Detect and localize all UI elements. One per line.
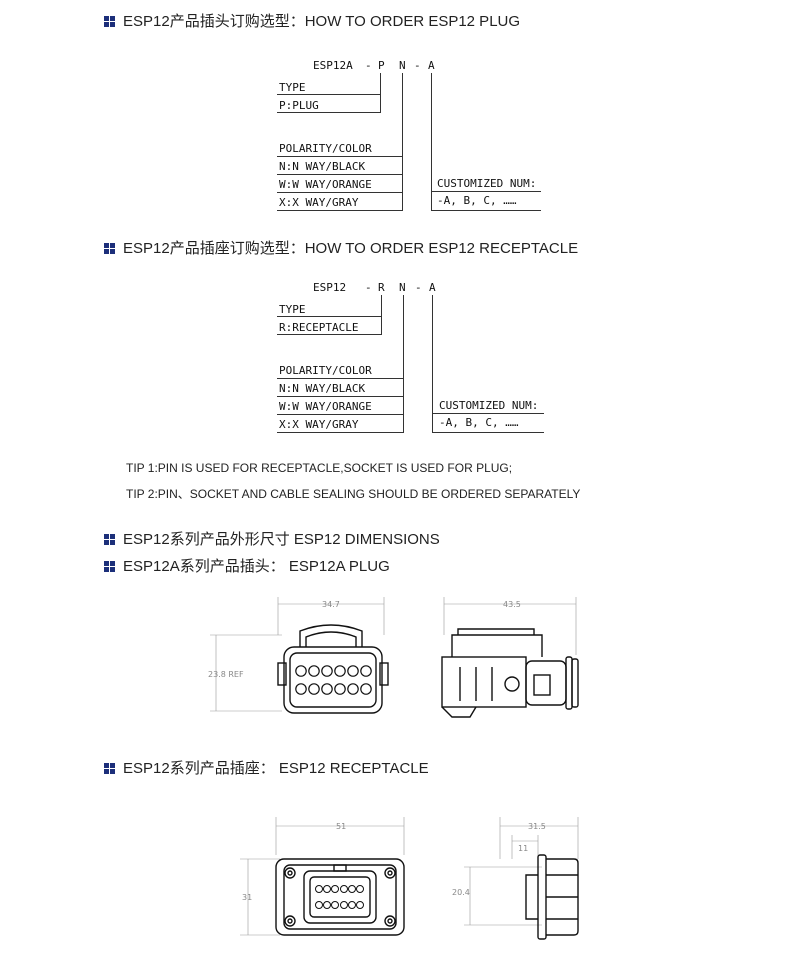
dim-receptacle-height: 31	[242, 893, 253, 902]
polarity-label: POLARITY/COLOR	[279, 364, 372, 377]
code-dash: -	[365, 59, 372, 72]
code-dash: -	[414, 59, 421, 72]
dim-receptacle-depth: 31.5	[528, 822, 546, 831]
dim-receptacle-body-height: 20.4	[452, 888, 470, 897]
dim-plug-length: 43.5	[503, 600, 521, 609]
section-bullet-icon	[104, 763, 115, 774]
tip-2: TIP 2:PIN、SOCKET AND CABLE SEALING SHOUL…	[126, 487, 581, 501]
dim-receptacle-width: 51	[336, 822, 347, 831]
type-value: R:RECEPTACLE	[279, 321, 359, 334]
dim-receptacle-flange: 11	[518, 844, 529, 853]
receptacle-side-view-drawing	[464, 817, 579, 940]
code-prefix: ESP12	[313, 281, 347, 294]
section-title-plug-order: ESP12产品插头订购选型：HOW TO ORDER ESP12 PLUG	[104, 10, 520, 31]
custom-label: CUSTOMIZED NUM:	[439, 399, 539, 412]
dim-plug-height: 23.8 REF	[208, 670, 244, 679]
code-type: P	[378, 59, 385, 72]
polarity-option: W:W WAY/ORANGE	[279, 400, 372, 413]
polarity-option: W:W WAY/ORANGE	[279, 178, 372, 191]
receptacle-front-view-drawing	[240, 817, 405, 936]
section-bullet-icon	[104, 16, 115, 27]
custom-label: CUSTOMIZED NUM:	[437, 177, 537, 190]
type-label: TYPE	[279, 303, 306, 316]
code-dash: -	[365, 281, 372, 294]
polarity-option: X:X WAY/GRAY	[279, 418, 359, 431]
section-title-plug-dims: ESP12A系列产品插头： ESP12A PLUG	[104, 555, 390, 576]
plug-side-view-drawing	[441, 597, 579, 718]
section-bullet-icon	[104, 561, 115, 572]
polarity-label: POLARITY/COLOR	[279, 142, 372, 155]
code-dash: -	[415, 281, 422, 294]
code-type: R	[378, 281, 385, 294]
custom-value: -A, B, C, ……	[437, 194, 517, 207]
polarity-option: X:X WAY/GRAY	[279, 196, 359, 209]
type-label: TYPE	[279, 81, 306, 94]
polarity-option: N:N WAY/BLACK	[279, 382, 366, 395]
code-polarity: N	[399, 281, 406, 294]
section-bullet-icon	[104, 534, 115, 545]
type-value: P:PLUG	[279, 99, 319, 112]
tip-1: TIP 1:PIN IS USED FOR RECEPTACLE,SOCKET …	[126, 461, 513, 475]
section-bullet-icon	[104, 243, 115, 254]
code-custom: A	[429, 281, 436, 294]
custom-value: -A, B, C, ……	[439, 416, 519, 429]
dim-plug-width: 34.7	[322, 600, 340, 609]
section-title-dimensions: ESP12系列产品外形尺寸 ESP12 DIMENSIONS	[104, 528, 440, 549]
polarity-option: N:N WAY/BLACK	[279, 160, 366, 173]
plug-front-view-drawing	[210, 597, 389, 714]
code-polarity: N	[399, 59, 406, 72]
code-custom: A	[428, 59, 435, 72]
section-title-receptacle-dims: ESP12系列产品插座： ESP12 RECEPTACLE	[104, 757, 429, 778]
section-title-receptacle-order: ESP12产品插座订购选型：HOW TO ORDER ESP12 RECEPTA…	[104, 237, 578, 258]
code-prefix: ESP12A	[313, 59, 353, 72]
